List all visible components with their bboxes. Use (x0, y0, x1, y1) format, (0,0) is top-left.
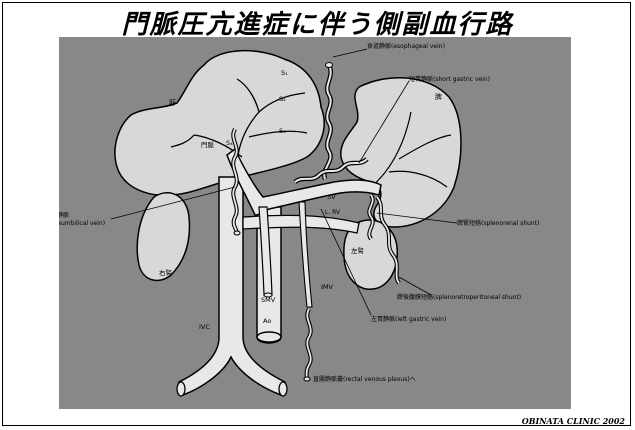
rectal-varix-end (304, 377, 310, 381)
label-s4: S₄ (226, 139, 233, 147)
label-lrv: L. RV (325, 209, 341, 216)
label-left-kidney: 左腎 (351, 246, 365, 255)
label-spleen: 脾 (435, 92, 442, 101)
label-s2: S₂ (279, 95, 286, 103)
label-sv: SV (327, 193, 336, 201)
label-liver: 肝 (169, 99, 176, 107)
label-splenorenal-shunt: 脾腎短絡(splenorenal shunt) (457, 219, 539, 227)
credit-text: OBINATA CLINIC 2002 (522, 416, 625, 426)
label-ivc: IVC (199, 323, 210, 331)
label-rectal-venous-plexus: 直腸静脈叢(rectal venous plexus)へ (313, 375, 416, 383)
page-title: 門脈圧亢進症に伴う側副血行路 (0, 4, 635, 41)
label-short-gastric-vein: 短胃静脈(short gastric vein) (409, 75, 490, 83)
anatomy-diagram: 食道静脈(esophageal vein) 短胃静脈(short gastric… (59, 37, 571, 409)
label-s1: S₁ (281, 69, 288, 77)
label-left-gastric-vein: 左胃静脈(left gastric vein) (371, 315, 446, 323)
label-paraumbilical-en: (paraumbilical vein) (59, 220, 105, 227)
paraumbilical-varix-end (234, 231, 240, 235)
label-imv: IMV (321, 283, 334, 291)
label-ao: Ao (263, 317, 271, 325)
label-splenoretroperitoneal-shunt: 脾後腹膜短絡(splenoretroperitoneal shunt) (397, 293, 521, 301)
esophageal-varix-end (326, 63, 333, 68)
label-paraumbilical-jp: 臍傍静脈 (59, 211, 69, 219)
label-smv: SMV (261, 296, 276, 304)
ivc-left-iliac-end (177, 382, 185, 396)
label-s3: S₃ (279, 127, 286, 135)
label-right-kidney: 右腎 (159, 268, 173, 277)
ivc-right-iliac-end (279, 382, 287, 396)
label-esophageal-vein: 食道静脈(esophageal vein) (367, 42, 445, 50)
aorta-cut-end (257, 332, 281, 342)
label-portal-vein: 門脈 (201, 140, 215, 149)
